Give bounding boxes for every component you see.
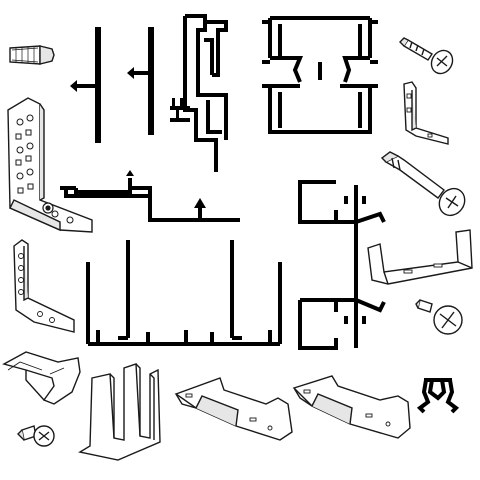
u-bracket bbox=[367, 229, 473, 285]
l-bracket bbox=[13, 239, 75, 333]
stepped-profile bbox=[170, 14, 228, 172]
small-screw bbox=[17, 425, 55, 447]
small-angle-bracket bbox=[403, 81, 449, 145]
u-channel-base-profile bbox=[86, 240, 282, 346]
perforated-angle-bracket bbox=[7, 97, 93, 233]
grub-screw bbox=[9, 45, 55, 65]
t-profile-right bbox=[127, 27, 154, 135]
c-channel-profile bbox=[298, 180, 386, 350]
bent-clip bbox=[2, 351, 81, 405]
t-profile-left bbox=[70, 27, 101, 143]
mounting-plate-right bbox=[292, 375, 411, 439]
double-channel-profile bbox=[262, 16, 378, 134]
short-screw bbox=[415, 299, 463, 335]
u-support-bracket bbox=[78, 363, 161, 461]
cross-head-bolt bbox=[380, 151, 466, 217]
mounting-plate-left bbox=[174, 377, 293, 441]
countersunk-screw bbox=[399, 37, 454, 75]
top-rail-profile bbox=[60, 170, 240, 222]
rubber-seal bbox=[416, 378, 460, 414]
